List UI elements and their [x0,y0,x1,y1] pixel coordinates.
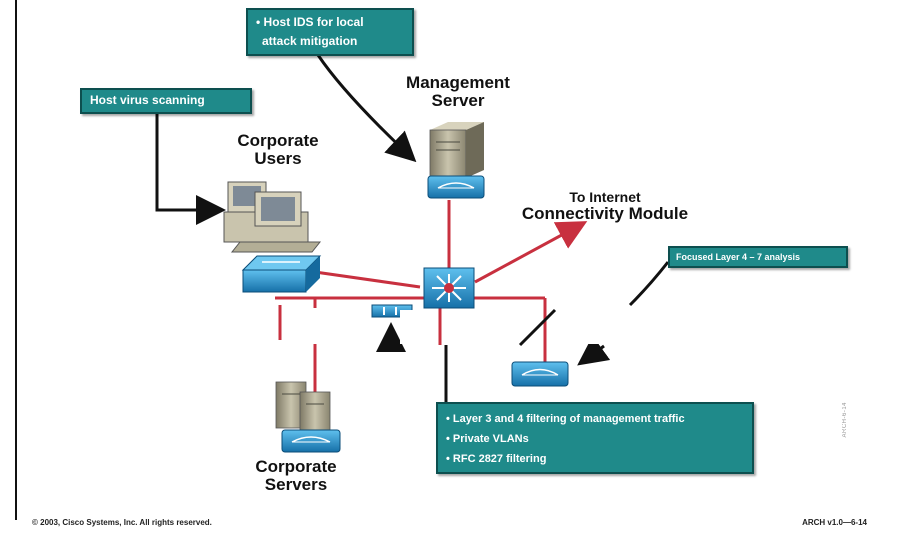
label-corporate-users-line-2: Users [254,148,302,168]
label-corporate-servers: Corporate Servers [236,458,356,494]
label-to-internet-line-1: To Internet [569,189,641,205]
footer-copyright: © 2003, Cisco Systems, Inc. All rights r… [32,518,212,527]
label-management-server: Management Server [388,74,528,110]
occluded-band [400,310,438,344]
label-corporate-servers-line-2: Servers [264,474,328,494]
callout-focused-layer-text: Focused Layer 4 – 7 analysis [676,252,801,262]
callout-host-ids-line-2: attack mitigation [262,34,358,48]
label-management-server-line-1: Management [406,73,510,92]
label-corporate-servers-line-1: Corporate [255,457,337,476]
callout-host-ids: • Host IDS for local attack mitigation [246,8,414,56]
callout-filtering: • Layer 3 and 4 filtering of management … [436,402,754,474]
label-management-server-line-2: Server [431,90,485,110]
arrow-focused-bottom [577,335,611,366]
label-to-internet-line-2: Connectivity Module [521,203,689,223]
arrow-focused-top [628,261,670,307]
link-to-internet [474,221,588,284]
callout-filtering-line-1: • Layer 3 and 4 filtering of management … [446,413,685,425]
workstation-icon [223,181,322,253]
label-to-internet: To Internet Connectivity Module [500,190,710,223]
label-corporate-users: Corporate Users [220,132,336,168]
callout-host-ids-line-1: • Host IDS for local [256,15,364,29]
multilayer-switch-icon [423,267,475,309]
occluded-band [558,308,608,344]
figure-id: ARCH-6-14 [842,402,848,438]
pointer-arrows [155,54,670,402]
callout-host-virus: Host virus scanning [80,88,252,114]
arrow-host-ids [316,54,417,163]
callout-focused-layer: Focused Layer 4 – 7 analysis [668,246,848,268]
server-icon [275,381,331,433]
red-links [275,200,588,395]
occluded-band [284,308,370,344]
management-server-icon [429,122,484,179]
label-corporate-users-line-1: Corporate [237,131,319,150]
firewall-icon [427,175,485,199]
switch-icon [241,255,322,293]
firewall-icon [281,429,341,453]
callout-host-virus-text: Host virus scanning [90,93,205,107]
ids-sensor-icon [511,361,569,387]
callout-filtering-line-2: • Private VLANs [446,433,529,445]
link-users-to-core [314,270,421,289]
line-diagonal-mid [518,308,557,347]
arrow-host-virus [155,112,226,225]
page-frame-left [15,0,17,520]
footer-version: ARCH v1.0—6-14 [802,518,867,527]
occluded-band [452,310,507,344]
callout-filtering-line-3: • RFC 2827 filtering [446,453,547,465]
